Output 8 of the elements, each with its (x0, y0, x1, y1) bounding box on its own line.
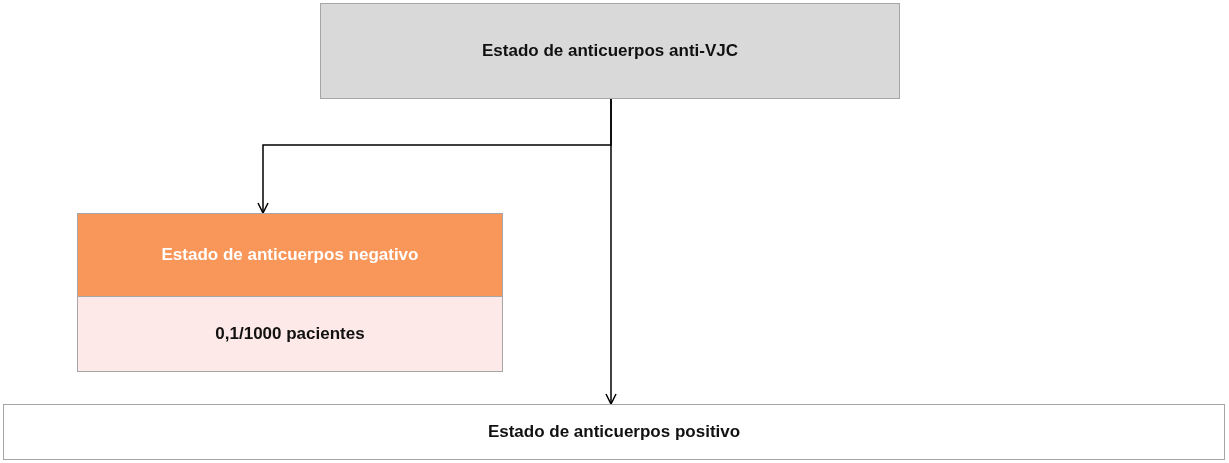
card-heading: Estado de anticuerpos negativo (78, 214, 502, 297)
card-body-text: 0,1/1000 pacientes (214, 323, 366, 345)
box-label: Estado de anticuerpos positivo (486, 421, 742, 443)
process-box (3, 404, 1225, 460)
arrow (605, 98, 617, 405)
box-label: Estado de anticuerpos anti-VJC (481, 40, 739, 62)
process-box (320, 3, 900, 99)
result-card (77, 213, 503, 372)
